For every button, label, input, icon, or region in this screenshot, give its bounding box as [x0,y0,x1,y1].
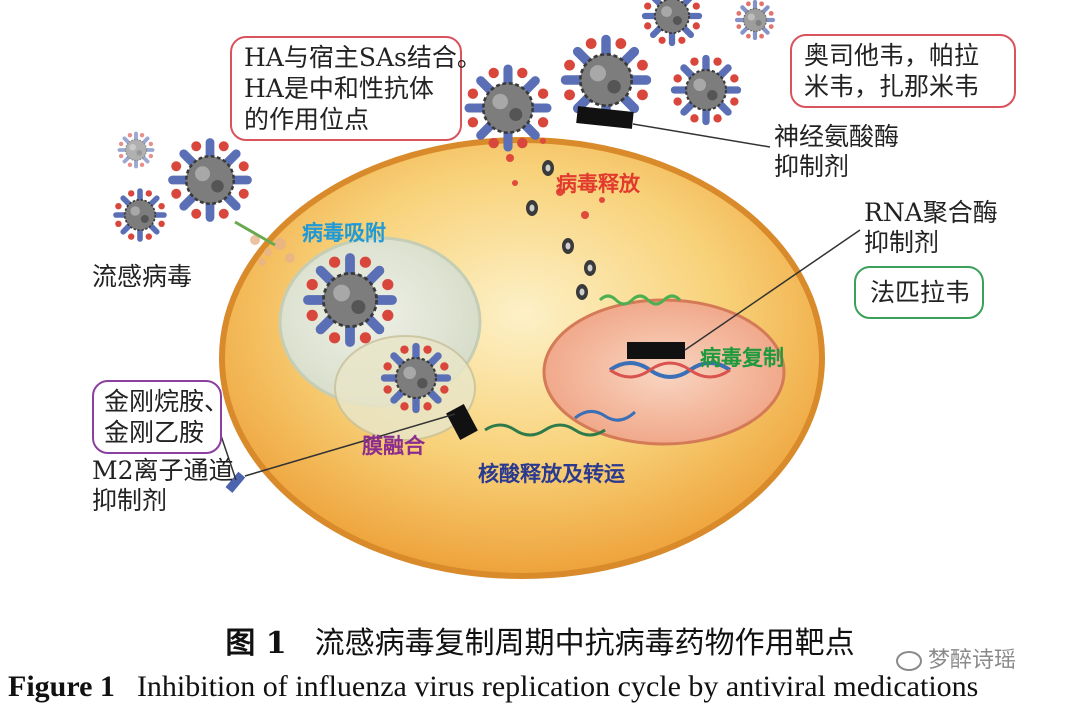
caption-number: 图 1 [225,626,287,661]
box-line: HA是中和性抗体 [244,74,434,103]
rna-transport [484,423,606,437]
box-line: 法匹拉韦 [870,278,971,307]
box-line: 米韦，扎那米韦 [804,72,980,101]
neuraminidase-drugs-box: 奥司他韦，帕拉 米韦，扎那米韦 [790,34,1016,108]
box-line: 金刚乙胺 [104,418,205,447]
attachment-debris [250,235,295,266]
label-line: 抑制剂 [92,486,168,515]
virus-particle [115,190,165,240]
label-line: RNA聚合酶 [864,198,998,227]
caption-text: Inhibition of influenza virus replicatio… [136,670,979,703]
m2-inhibitor-label: M2离子通道 抑制剂 [92,456,234,516]
release-label: 病毒释放 [556,172,640,196]
figure-caption-cn: 图 1 流感病毒复制周期中抗病毒药物作用靶点 [0,618,1080,662]
release-particles [506,138,605,300]
box-line: 的作用位点 [244,105,370,134]
label-line: M2离子通道 [92,456,234,485]
label-line: 抑制剂 [774,152,850,181]
rna-helix [609,361,731,379]
virus-particle [117,131,155,169]
replication-label: 病毒复制 [700,346,784,370]
virus-particle [736,1,773,38]
virus-particle [383,345,448,410]
box-line: HA与宿主SAs结合。 [244,43,482,72]
virus-particle [644,0,700,44]
fusion-label: 膜融合 [362,434,425,458]
neuraminidase-blocker [576,106,634,129]
nucleic-transport-label: 核酸释放及转运 [478,462,625,486]
label-line: 抑制剂 [864,228,940,257]
neuraminidase-inhibitor-label: 神经氨酸酶 抑制剂 [774,122,899,182]
adamantanes-box: 金刚烷胺、 金刚乙胺 [92,380,230,454]
mrna-strand [598,294,682,306]
nucleus [542,298,786,446]
box-line: 奥司他韦，帕拉 [804,41,980,70]
watermark-text: 梦醉诗瑶 [928,648,1017,673]
m2-blocker [446,404,478,440]
rna-transport [574,410,637,422]
figure-caption-en: Figure 1 Inhibition of influenza virus re… [8,670,978,704]
flu-virus-label: 流感病毒 [92,262,193,291]
favipiravir-box: 法匹拉韦 [854,266,984,319]
receptor-line [234,220,276,247]
wechat-icon [896,651,922,671]
rna-polymerase-inhibitor-label: RNA聚合酶 抑制剂 [864,198,998,258]
attachment-label: 病毒吸附 [302,221,386,245]
virus-particle [673,57,738,122]
m2-channel [225,471,246,493]
rna-helix [608,361,732,379]
label-line: 神经氨酸酶 [774,122,900,151]
box-line: 金刚烷胺、 [104,387,230,416]
virus-particle [307,257,394,344]
cell-diagram [0,0,861,579]
caption-number: Figure 1 [8,670,115,703]
virus-particle [171,141,249,219]
polymerase-blocker [627,342,685,359]
caption-text: 流感病毒复制周期中抗病毒药物作用靶点 [314,626,855,661]
watermark: 梦醉诗瑶 [896,642,1016,674]
virus-particle [468,68,549,149]
ha-binding-box: HA与宿主SAs结合。 HA是中和性抗体 的作用位点 [230,36,482,141]
